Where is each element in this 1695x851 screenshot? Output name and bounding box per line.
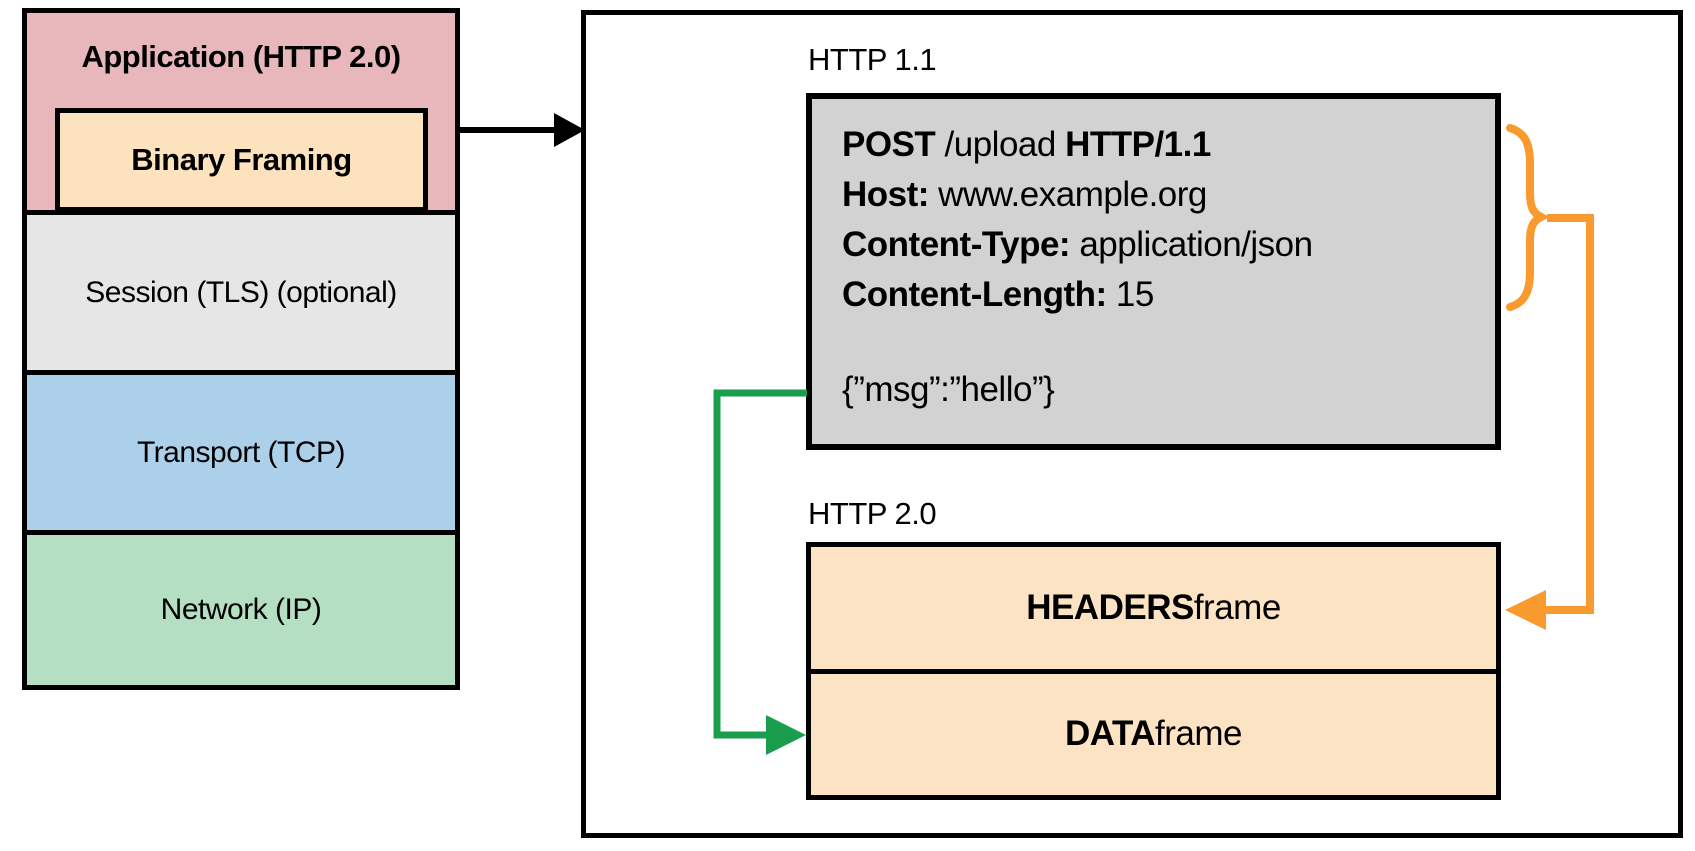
data-frame-row: DATA frame	[811, 674, 1496, 796]
headers-frame-regular: frame	[1193, 587, 1281, 627]
http20-section-label: HTTP 2.0	[808, 496, 937, 531]
application-layer-label: Application (HTTP 2.0)	[81, 39, 401, 74]
content-length-header-line: Content-Length: 15	[842, 270, 1485, 320]
data-frame-regular: frame	[1155, 714, 1242, 754]
content-type-header-line: Content-Type: application/json	[842, 220, 1485, 270]
network-layer-label: Network (IP)	[160, 593, 322, 626]
host-header-value: www.example.org	[928, 175, 1207, 214]
http11-request-box: POST /upload HTTP/1.1 Host: www.example.…	[806, 93, 1501, 450]
binary-framing-box: Binary Framing	[55, 108, 428, 212]
http11-section-label: HTTP 1.1	[808, 42, 937, 77]
request-method: POST	[842, 125, 936, 164]
stack-to-panel-arrow-icon	[460, 113, 585, 147]
headers-frame-row: HEADERS frame	[811, 547, 1496, 674]
request-version: HTTP/1.1	[1065, 125, 1211, 164]
content-length-value: 15	[1106, 275, 1154, 314]
session-layer-box: Session (TLS) (optional)	[27, 210, 455, 370]
request-path: /upload	[935, 125, 1066, 164]
request-line: POST /upload HTTP/1.1	[842, 120, 1485, 170]
transport-layer-box: Transport (TCP)	[27, 370, 455, 530]
network-layer-box: Network (IP)	[27, 530, 455, 685]
host-header-key: Host:	[842, 175, 929, 214]
transport-layer-label: Transport (TCP)	[136, 435, 346, 469]
content-type-key: Content-Type:	[842, 225, 1071, 264]
http20-frames-box: HEADERS frame DATA frame	[806, 542, 1501, 800]
host-header-line: Host: www.example.org	[842, 170, 1485, 220]
binary-framing-label: Binary Framing	[131, 142, 352, 177]
headers-frame-bold: HEADERS	[1026, 587, 1194, 627]
content-type-value: application/json	[1070, 225, 1313, 264]
data-frame-bold: DATA	[1065, 714, 1156, 754]
session-layer-label: Session (TLS) (optional)	[85, 275, 397, 309]
request-body: {”msg”:”hello”}	[842, 370, 1055, 409]
content-length-key: Content-Length:	[842, 275, 1107, 314]
